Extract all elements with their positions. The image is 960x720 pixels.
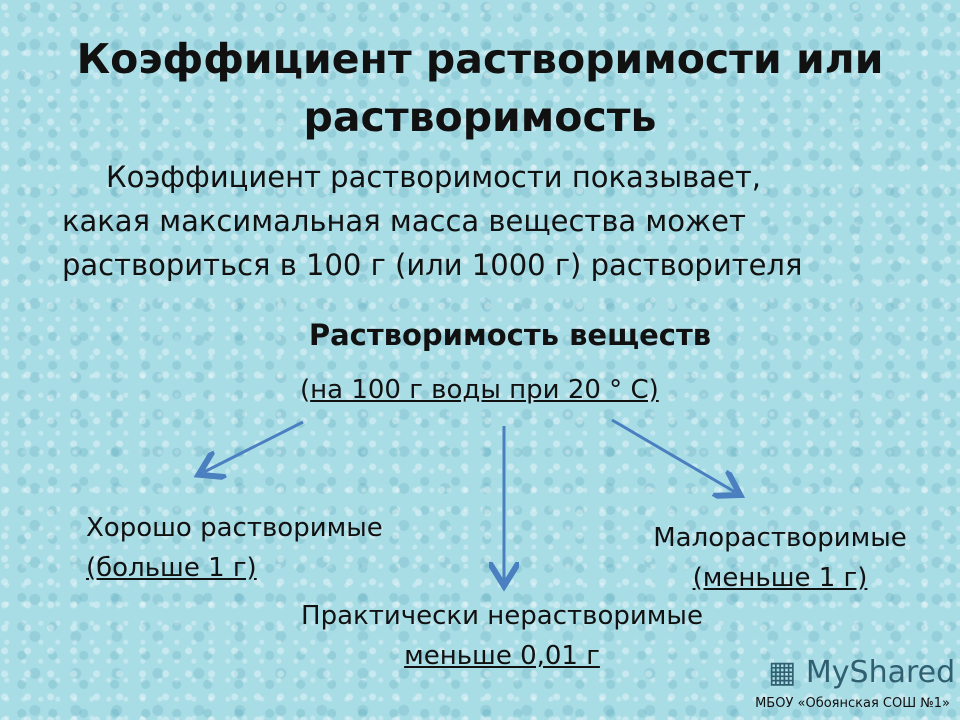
category-insoluble: Практически нерастворимые меньше 0,01 г — [272, 596, 732, 676]
arrow-right-icon — [611, 418, 735, 492]
category-value: (меньше 1 г) — [692, 563, 868, 593]
condition: (на 100 г воды при 20 ° С) — [300, 375, 659, 405]
category-low: Малорастворимые (меньше 1 г) — [630, 518, 930, 598]
definition-line-2: какая максимальная масса вещества может — [62, 204, 746, 238]
category-value: меньше 0,01 г — [404, 641, 600, 671]
category-name: Практически нерастворимые — [301, 601, 703, 631]
watermark-logo: ▦ MyShared — [768, 655, 955, 690]
condition-text: на 100 г воды при 20 ° С) — [310, 375, 659, 405]
category-name: Малорастворимые — [653, 523, 907, 553]
category-value: (больше 1 г) — [86, 553, 257, 583]
category-name: Хорошо растворимые — [86, 513, 383, 543]
subtitle: Растворимость веществ — [308, 318, 712, 352]
definition-line-1: Коэффициент растворимости показывает, — [106, 160, 761, 194]
definition: Коэффициент растворимости показывает, ка… — [62, 155, 922, 287]
title-text: Коэффициент растворимости или растворимо… — [76, 35, 884, 141]
watermark-text: MyShared — [805, 655, 956, 690]
slide-title: Коэффициент растворимости или растворимо… — [0, 30, 960, 146]
definition-line-3: раствориться в 100 г (или 1000 г) раство… — [62, 248, 803, 282]
condition-paren: ( — [300, 375, 311, 405]
credit: МБОУ «Обоянская СОШ №1» — [755, 696, 950, 711]
presentation-icon: ▦ — [768, 655, 797, 690]
arrow-left-icon — [204, 420, 304, 472]
category-good: Хорошо растворимые (больше 1 г) — [86, 508, 383, 588]
